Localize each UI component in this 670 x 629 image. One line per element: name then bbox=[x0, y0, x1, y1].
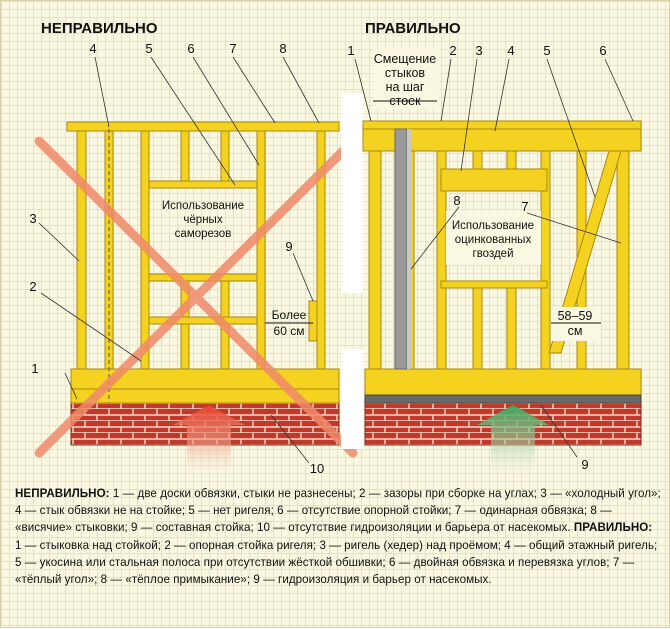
legend-caption: НЕПРАВИЛЬНО: 1 — две доски обвязки, стык… bbox=[15, 485, 661, 588]
right-callout-4: 4 bbox=[507, 43, 514, 58]
wrong-callout-1: 1 bbox=[31, 361, 38, 376]
note-spacing-1: Более bbox=[272, 308, 307, 322]
right-callout-8: 8 bbox=[453, 193, 460, 208]
right-callout-9: 9 bbox=[581, 457, 588, 472]
note-screws-3: саморезов bbox=[175, 228, 232, 240]
note-offset-2: стыков bbox=[385, 66, 426, 80]
warm-air-arrow bbox=[477, 405, 549, 475]
wrong-callout-2: 2 bbox=[29, 279, 36, 294]
wrong-callout-7: 7 bbox=[229, 41, 236, 56]
wrong-callout-3: 3 bbox=[29, 211, 36, 226]
note-nails-3: гвоздей bbox=[473, 248, 514, 260]
wrong-callout-10: 10 bbox=[310, 461, 324, 476]
cold-air-arrow bbox=[173, 405, 245, 475]
note-spacing-2: 60 см bbox=[274, 324, 305, 338]
wrong-callout-4: 4 bbox=[89, 41, 96, 56]
note-screws-1: Использование bbox=[162, 200, 244, 212]
right-leaders bbox=[354, 58, 634, 458]
note-spacing-r-1: 58–59 bbox=[558, 309, 593, 323]
wrong-callout-8: 8 bbox=[279, 41, 286, 56]
right-callout-3: 3 bbox=[475, 43, 482, 58]
legend-right-label: ПРАВИЛЬНО: bbox=[573, 521, 653, 535]
legend-right-text: 1 — стыковка над стойкой; 2 — опорная ст… bbox=[15, 538, 658, 587]
right-callout-2: 2 bbox=[449, 43, 456, 58]
note-offset-3: на шаг bbox=[386, 80, 425, 94]
right-callout-7: 7 bbox=[521, 199, 528, 214]
right-callout-6: 6 bbox=[599, 43, 606, 58]
wrong-callout-9: 9 bbox=[285, 239, 292, 254]
legend-wrong-text: 1 — две доски обвязки, стыки не разнесен… bbox=[15, 487, 661, 535]
wrong-leaders bbox=[38, 56, 320, 464]
wrong-callout-5: 5 bbox=[145, 41, 152, 56]
wrong-cross-mark bbox=[34, 136, 358, 458]
right-callout-5: 5 bbox=[543, 43, 550, 58]
heading-wrong: НЕПРАВИЛЬНО bbox=[41, 20, 158, 37]
wrong-callout-6: 6 bbox=[187, 41, 194, 56]
note-offset-1: Смещение bbox=[374, 52, 437, 66]
note-spacing-r-2: см bbox=[568, 324, 583, 338]
heading-right: ПРАВИЛЬНО bbox=[365, 20, 461, 37]
legend-wrong-label: НЕПРАВИЛЬНО: bbox=[15, 487, 110, 500]
note-screws-2: чёрных bbox=[183, 214, 222, 226]
note-nails-2: оцинкованных bbox=[455, 234, 532, 246]
note-nails-1: Использование bbox=[452, 220, 534, 232]
right-callout-1: 1 bbox=[347, 43, 354, 58]
